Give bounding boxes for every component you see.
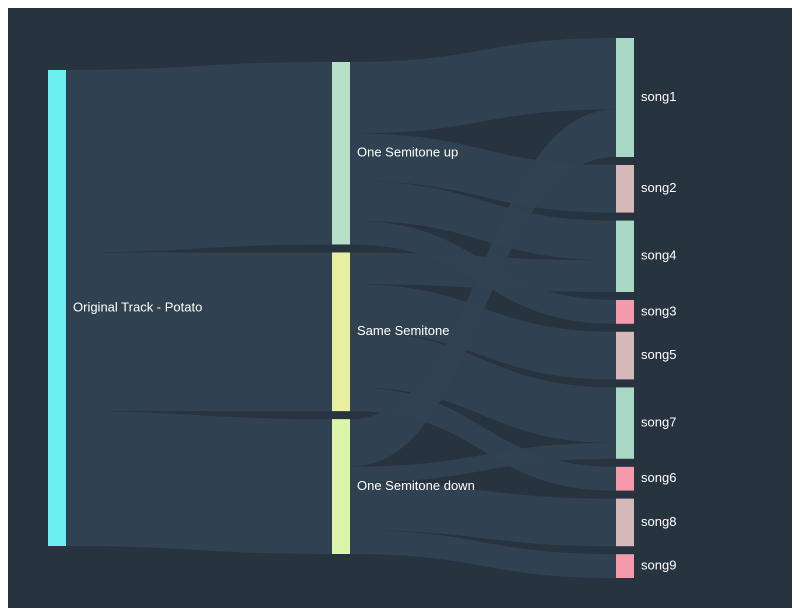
sankey-node[interactable] bbox=[616, 38, 634, 157]
node-label: song6 bbox=[641, 470, 676, 485]
sankey-node[interactable] bbox=[332, 62, 350, 245]
node-label: song5 bbox=[641, 347, 676, 362]
node-label: song4 bbox=[641, 248, 676, 263]
sankey-node[interactable] bbox=[48, 70, 66, 546]
sankey-link[interactable] bbox=[350, 284, 616, 380]
sankey-node[interactable] bbox=[332, 252, 350, 412]
sankey-link[interactable] bbox=[350, 38, 616, 134]
sankey-node[interactable] bbox=[616, 466, 634, 491]
node-label: song7 bbox=[641, 415, 676, 430]
sankey-link[interactable] bbox=[350, 530, 616, 578]
node-label: song9 bbox=[641, 558, 676, 573]
sankey-node[interactable] bbox=[332, 419, 350, 554]
sankey-link[interactable] bbox=[66, 411, 332, 554]
sankey-node[interactable] bbox=[616, 554, 634, 578]
sankey-node[interactable] bbox=[616, 300, 634, 324]
chart-panel: Original Track - Potato One Semitone up Sa… bbox=[8, 8, 792, 608]
node-label: song8 bbox=[641, 514, 676, 529]
sankey-link[interactable] bbox=[350, 109, 616, 467]
sankey-link[interactable] bbox=[350, 181, 616, 261]
node-label: One Semitone up bbox=[357, 145, 458, 160]
sankey-link[interactable] bbox=[350, 482, 616, 547]
node-label: One Semitone down bbox=[357, 478, 475, 493]
sankey-link[interactable] bbox=[350, 442, 616, 483]
sankey-link[interactable] bbox=[66, 252, 332, 412]
node-label: song3 bbox=[641, 303, 676, 318]
sankey-link[interactable] bbox=[350, 133, 616, 213]
links-layer bbox=[66, 38, 616, 578]
sankey-node[interactable] bbox=[616, 498, 634, 547]
sankey-node[interactable] bbox=[616, 165, 634, 213]
nodes-layer: Original Track - Potato One Semitone up Sa… bbox=[48, 38, 676, 578]
sankey-chart: Original Track - Potato One Semitone up Sa… bbox=[48, 38, 676, 578]
sankey-link[interactable] bbox=[350, 331, 616, 443]
node-label: song1 bbox=[641, 89, 676, 104]
node-label: Same Semitone bbox=[357, 323, 450, 338]
sankey-node[interactable] bbox=[616, 387, 634, 459]
sankey-node[interactable] bbox=[616, 331, 634, 380]
sankey-link[interactable] bbox=[66, 62, 332, 253]
node-label: Original Track - Potato bbox=[73, 299, 202, 314]
sankey-node[interactable] bbox=[616, 220, 634, 292]
node-label: song2 bbox=[641, 180, 676, 195]
